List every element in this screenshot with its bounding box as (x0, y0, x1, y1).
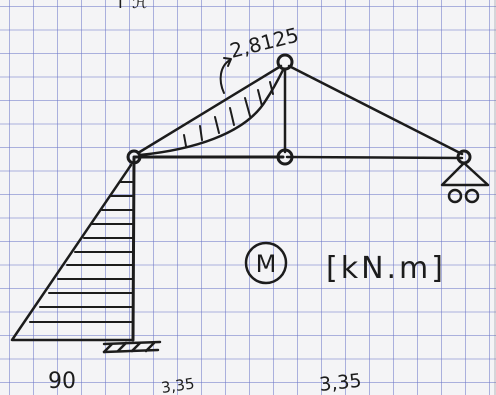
roller-triangle (440, 161, 490, 187)
title-fragment: Γ ℋ (118, 0, 148, 12)
hinge-apex (276, 53, 294, 71)
moment-symbol: M (256, 250, 277, 278)
moment-curve-rafter (138, 68, 285, 157)
rafter-left (136, 64, 283, 155)
base-moment-label: 90 (48, 369, 76, 394)
hinge-middle (276, 148, 294, 166)
roller-support (440, 161, 490, 204)
paper-edge (494, 0, 496, 395)
value-pointer-arrow (219, 59, 231, 94)
roller-wheel-right (464, 188, 480, 204)
dimension-left-label: 3,35 (160, 374, 196, 395)
unit-label: [kN.m] (326, 251, 446, 286)
roller-wheel-left (447, 188, 463, 204)
value-pointer-arrowhead (223, 57, 232, 67)
hinge-left (126, 149, 142, 165)
dimension-right-label: 3,35 (318, 370, 362, 395)
beam-right (285, 155, 464, 160)
fixed-support (102, 340, 162, 354)
moment-hatching-column (29, 181, 133, 323)
moment-symbol-circle (244, 241, 288, 285)
rafter-right (287, 64, 464, 156)
left-column (131, 156, 136, 342)
moment-hatching-rafter (183, 81, 274, 147)
